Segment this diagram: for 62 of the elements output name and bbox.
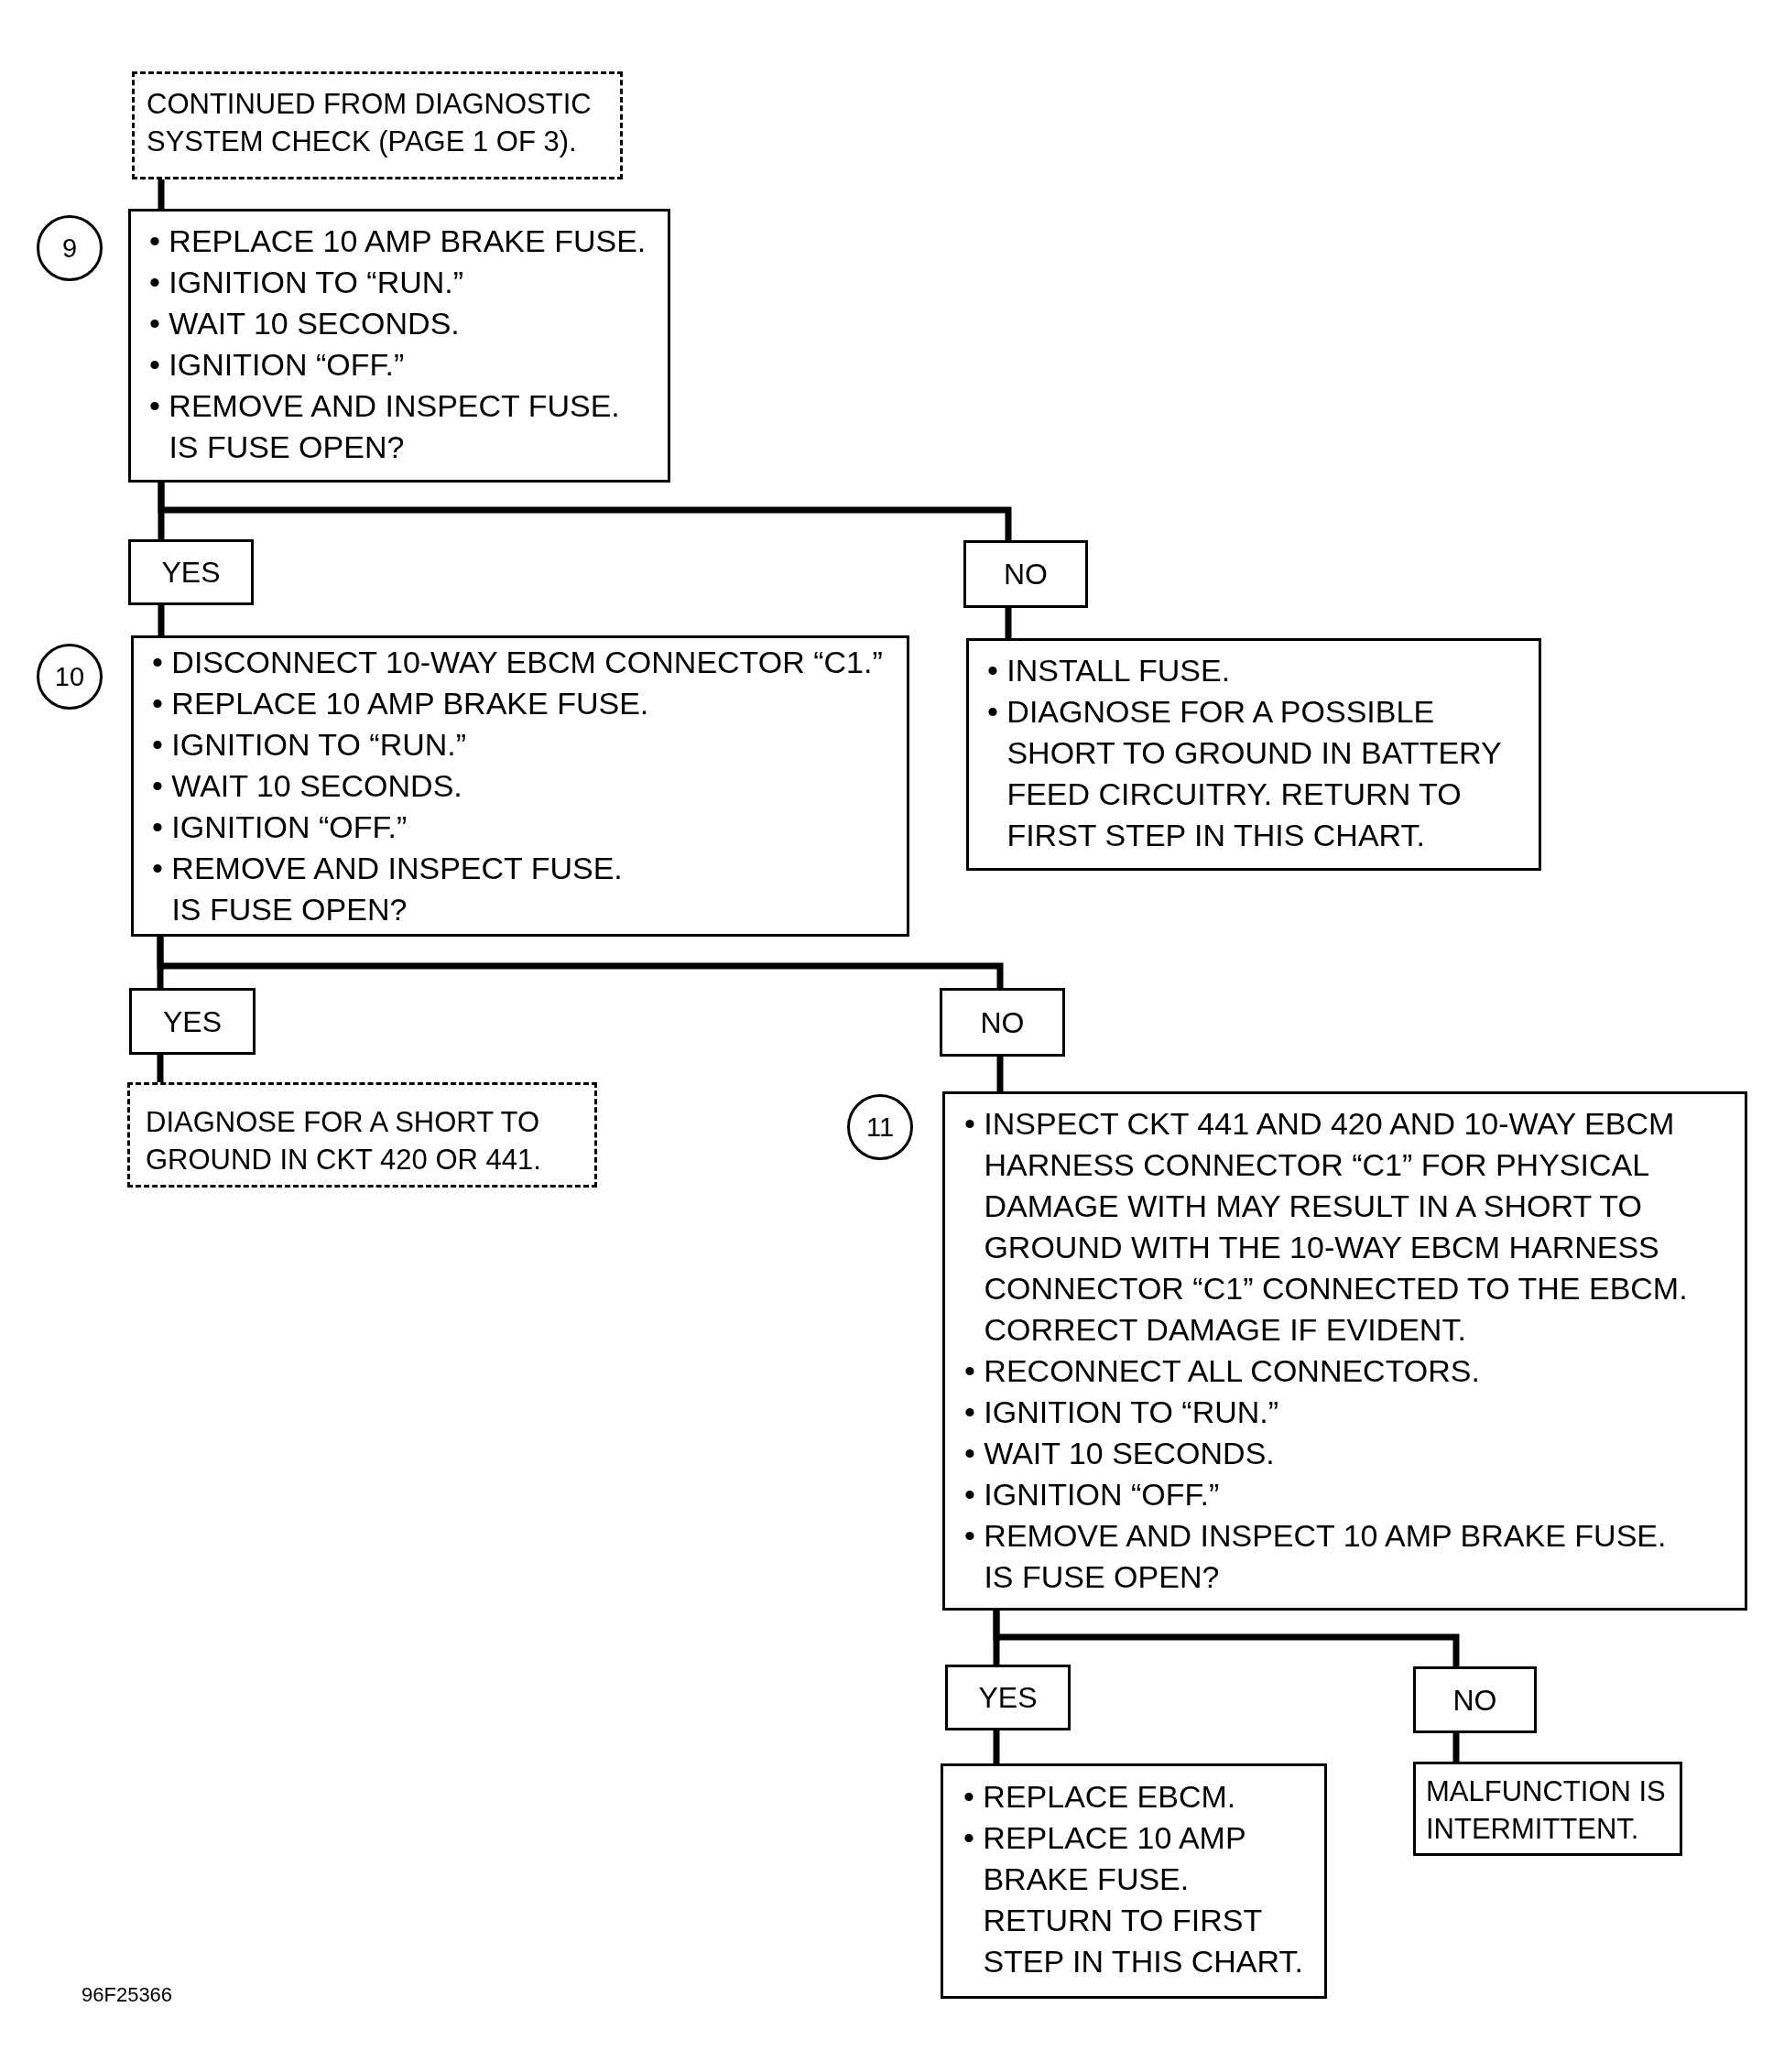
step-box	[966, 638, 1541, 871]
connector-line	[158, 179, 165, 209]
instruction-text: • DIAGNOSE FOR A POSSIBLE SHORT TO GROUND IN BATTERY FEED CIRCUITRY. RETURN TO FIRST STEP IN THIS CHART.	[987, 693, 1503, 854]
dashed-note-box	[127, 1082, 597, 1188]
connector-line	[157, 937, 1004, 988]
instruction-text: • REPLACE EBCM.	[963, 1778, 1237, 1816]
instruction-text: • REPLACE 10 AMP BRAKE FUSE.	[963, 1819, 1246, 1898]
instruction-text: • IGNITION “OFF.”	[964, 1476, 1221, 1513]
step-box	[131, 635, 909, 937]
instruction-text: • RECONNECT ALL CONNECTORS.	[964, 1352, 1481, 1390]
branch-label: NO	[1004, 559, 1048, 589]
branch-label: NO	[1452, 1685, 1497, 1715]
connector-line	[993, 1730, 1000, 1763]
instruction-text: • IGNITION TO “RUN.”	[964, 1394, 1280, 1431]
instruction-text: • REMOVE AND INSPECT FUSE.	[152, 850, 624, 887]
connector-line	[158, 483, 1012, 540]
instruction-text: • WAIT 10 SECONDS.	[964, 1435, 1276, 1472]
branch-box	[128, 539, 254, 605]
instruction-text: • REMOVE AND INSPECT FUSE.	[149, 387, 621, 425]
result-box	[1413, 1762, 1682, 1856]
branch-box	[945, 1665, 1071, 1730]
note-text: CONTINUED FROM DIAGNOSTIC SYSTEM CHECK (PAGE 1 OF 3).	[147, 87, 593, 159]
step-number: 9	[61, 234, 78, 262]
instruction-text: • REPLACE 10 AMP BRAKE FUSE.	[149, 222, 647, 260]
instruction-text: • IGNITION “OFF.”	[149, 346, 406, 384]
branch-box	[940, 988, 1065, 1057]
note-text: DIAGNOSE FOR A SHORT TO GROUND IN CKT 420 OR 441.	[146, 1105, 542, 1177]
instruction-text: IS FUSE OPEN?	[983, 1558, 1221, 1596]
instruction-text: • INSPECT CKT 441 AND 420 AND 10-WAY EBCM HARNESS CONNECTOR “C1” FOR PHYSICAL DAMAGE WITH MAY RESULT IN A SHORT TO GROUND WITH THE 10-WAY EBCM HARNESS CONNECTOR “C1” CONNECTED TO THE EBCM. CORRECT DAMAGE IF EVIDENT.	[964, 1105, 1689, 1349]
instruction-text: • REPLACE 10 AMP BRAKE FUSE.	[152, 685, 650, 722]
step-number: 10	[54, 663, 85, 690]
instruction-text: • REMOVE AND INSPECT 10 AMP BRAKE FUSE.	[964, 1517, 1668, 1555]
connector-line	[1452, 1733, 1460, 1762]
step-box	[941, 1763, 1327, 1999]
connector-line	[1005, 608, 1012, 638]
instruction-text: • DISCONNECT 10-WAY EBCM CONNECTOR “C1.”	[152, 644, 884, 681]
connector-line	[158, 605, 165, 635]
figure-code: 96F25366	[82, 1983, 173, 2007]
step-number: 11	[865, 1113, 895, 1141]
connector-line	[996, 1057, 1004, 1091]
connector-line	[157, 1055, 164, 1082]
branch-label: NO	[980, 1007, 1025, 1037]
instruction-text: • IGNITION TO “RUN.”	[149, 264, 465, 301]
step-box	[128, 209, 670, 483]
instruction-text: RETURN TO FIRST STEP IN THIS CHART.	[982, 1902, 1304, 1980]
branch-box	[1413, 1666, 1537, 1733]
instruction-text: • INSTALL FUSE.	[987, 652, 1232, 689]
instruction-text: • WAIT 10 SECONDS.	[152, 767, 463, 805]
result-text: MALFUNCTION IS INTERMITTENT.	[1426, 1774, 1667, 1847]
instruction-text: • WAIT 10 SECONDS.	[149, 305, 461, 342]
instruction-text: • IGNITION TO “RUN.”	[152, 726, 468, 764]
step-box	[942, 1091, 1747, 1611]
instruction-text: IS FUSE OPEN?	[170, 891, 408, 928]
branch-box	[129, 988, 256, 1055]
instruction-text: IS FUSE OPEN?	[168, 429, 406, 466]
branch-label: YES	[163, 1006, 222, 1036]
branch-label: YES	[161, 558, 221, 587]
connector-line	[993, 1611, 1460, 1666]
branch-label: YES	[978, 1683, 1038, 1712]
branch-box	[963, 540, 1088, 608]
instruction-text: • IGNITION “OFF.”	[152, 808, 408, 846]
dashed-note-box	[132, 71, 623, 179]
